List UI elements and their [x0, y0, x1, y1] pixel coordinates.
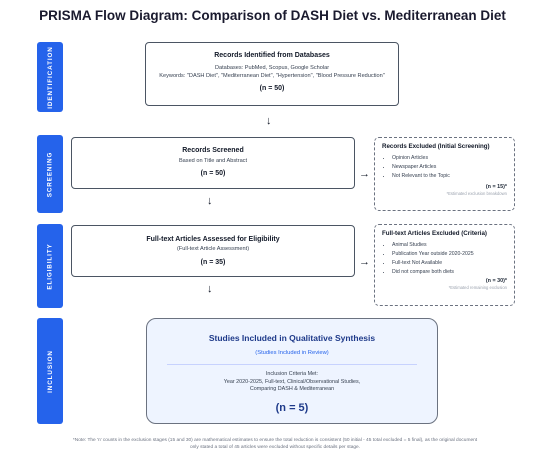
footnote-line2: only stated a total of 45 articles were … [189, 445, 361, 450]
inclusion-box: Studies Included in Qualitative Synthesi… [146, 318, 438, 424]
list-item: Publication Year outside 2020-2025 [392, 250, 507, 259]
screening-count: (n = 50) [200, 170, 226, 177]
diagram-title: PRISMA Flow Diagram: Comparison of DASH … [39, 8, 506, 23]
phase-eligibility-label: ELIGIBILITY [46, 242, 54, 290]
screening-excluded-heading: Records Excluded (Initial Screening) [382, 143, 490, 150]
phase-screening-label: SCREENING [46, 151, 54, 197]
screening-excluded-note: *Estimated exclusion breakdown [446, 191, 507, 196]
identification-heading: Records Identified from Databases [214, 52, 330, 59]
eligibility-excluded-heading: Full-text Articles Excluded (Criteria) [382, 230, 487, 237]
eligibility-excluded-note: *Estimated remaining exclusion [448, 285, 507, 290]
list-item: Not Relevant to the Topic [392, 172, 507, 181]
list-item: Opinion Articles [392, 154, 507, 163]
list-item: Did not compare both diets [392, 268, 507, 277]
eligibility-subtitle: (Full-text Article Assessment) [176, 246, 250, 252]
eligibility-heading: Full-text Articles Assessed for Eligibil… [146, 236, 280, 243]
inclusion-heading: Studies Included in Qualitative Synthesi… [208, 333, 376, 343]
right-arrow-icon: → [359, 168, 370, 180]
list-item: Animal Studies [392, 241, 507, 250]
inclusion-criteria-title: Inclusion Criteria Met: [265, 371, 319, 377]
screening-excluded-list: Opinion Articles Newspaper Articles Not … [382, 154, 507, 181]
phase-identification-label: IDENTIFICATION [46, 45, 54, 109]
phase-inclusion: INCLUSION [37, 318, 63, 424]
right-arrow-icon: → [359, 256, 370, 268]
inclusion-criteria-line1: Year 2020-2025, Full-text, Clinical/Obse… [223, 378, 361, 385]
identification-box: Records Identified from Databases Databa… [145, 42, 399, 106]
inclusion-subtitle: (Studies Included in Review) [255, 350, 329, 356]
inclusion-count: (n = 5) [275, 401, 309, 414]
eligibility-excluded-list: Animal Studies Publication Year outside … [382, 241, 507, 277]
eligibility-excluded-count: (n = 30)* [485, 278, 507, 284]
phase-screening: SCREENING [37, 135, 63, 213]
list-item: Full-text Not Available [392, 259, 507, 268]
identification-databases: Databases: PubMed, Scopus, Google Schola… [214, 65, 330, 71]
eligibility-excluded-box: Full-text Articles Excluded (Criteria) A… [374, 224, 515, 306]
down-arrow-icon: ↓ [207, 283, 213, 295]
screening-excluded-count: (n = 15)* [485, 184, 507, 190]
identification-keywords: Keywords: "DASH Diet", "Mediterranean Di… [159, 73, 385, 79]
list-item: Newspaper Articles [392, 163, 507, 172]
inclusion-criteria-line2: Comparing DASH & Mediterranean [249, 386, 335, 392]
footnote: *Note: The 'n' counts in the exclusion s… [30, 437, 520, 451]
phase-eligibility: ELIGIBILITY [37, 224, 63, 308]
screening-box: Records Screened Based on Title and Abst… [71, 137, 355, 189]
eligibility-box: Full-text Articles Assessed for Eligibil… [71, 225, 355, 277]
eligibility-count: (n = 35) [200, 259, 226, 266]
screening-excluded-box: Records Excluded (Initial Screening) Opi… [374, 137, 515, 211]
down-arrow-icon: ↓ [207, 195, 213, 207]
phase-identification: IDENTIFICATION [37, 42, 63, 112]
footnote-line1: *Note: The 'n' counts in the exclusion s… [72, 438, 478, 443]
phase-inclusion-label: INCLUSION [46, 349, 54, 393]
identification-count: (n = 50) [259, 85, 285, 92]
down-arrow-icon: ↓ [266, 115, 272, 127]
screening-heading: Records Screened [182, 147, 244, 154]
screening-basis: Based on Title and Abstract [178, 158, 248, 164]
inclusion-divider [167, 364, 417, 365]
